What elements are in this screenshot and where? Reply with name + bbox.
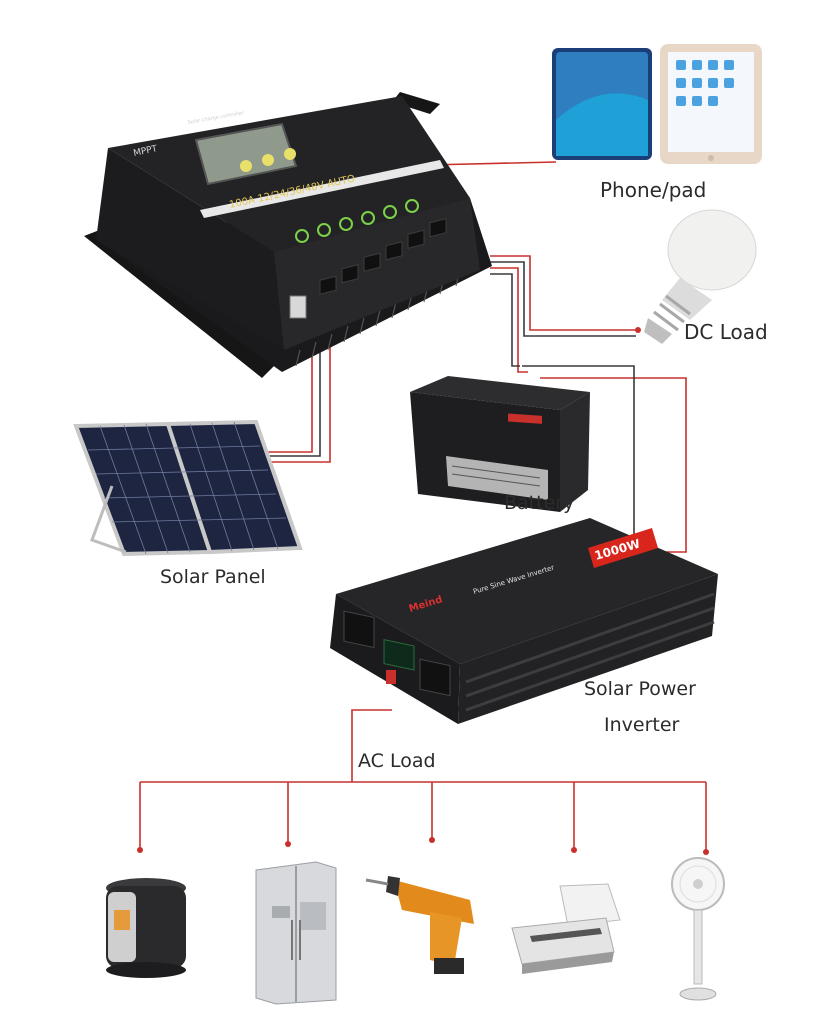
wire-controller-dcload-a — [490, 255, 638, 331]
wire-end-dots — [137, 327, 709, 855]
battery-image — [410, 376, 590, 512]
wire-controller-battery-b — [490, 273, 520, 367]
wire-battery-inverter-pos — [540, 377, 687, 553]
printer-icon — [511, 883, 621, 974]
wire-controller-phone — [427, 161, 557, 166]
label-dc-load: DC Load — [684, 320, 768, 344]
wire-controller-panel-b — [262, 346, 321, 457]
label-phone-pad: Phone/pad — [600, 178, 707, 202]
refrigerator-icon — [255, 861, 337, 1005]
rice-cooker-icon — [106, 878, 186, 978]
label-solar-panel: Solar Panel — [160, 566, 266, 588]
wire-battery-inverter-neg — [522, 365, 635, 542]
power-drill-icon — [365, 876, 474, 974]
wire-controller-dcload-b — [490, 261, 636, 337]
controller-title: Solar charge controller — [187, 110, 245, 126]
wire-controller-battery-a — [490, 267, 528, 373]
solar-panel-image — [73, 419, 303, 557]
label-battery: Battery — [504, 492, 575, 514]
standing-fan-icon — [671, 857, 725, 1001]
wire-controller-panel-a — [262, 346, 331, 463]
label-ac-load: AC Load — [358, 750, 436, 772]
wires — [139, 161, 707, 850]
label-inverter-line1: Solar Power — [584, 678, 696, 700]
phone-tablet-image — [552, 44, 762, 164]
wire-inverter-acload — [351, 709, 392, 782]
label-inverter-line2: Inverter — [604, 714, 680, 736]
wire-controller-panel-c — [262, 346, 313, 453]
inverter-image: 1000W Meind Pure Sine Wave Inverter — [330, 518, 718, 724]
light-bulb-image — [644, 209, 757, 344]
charge-controller: MPPT Solar charge controller 100A 12/24/… — [84, 92, 492, 378]
